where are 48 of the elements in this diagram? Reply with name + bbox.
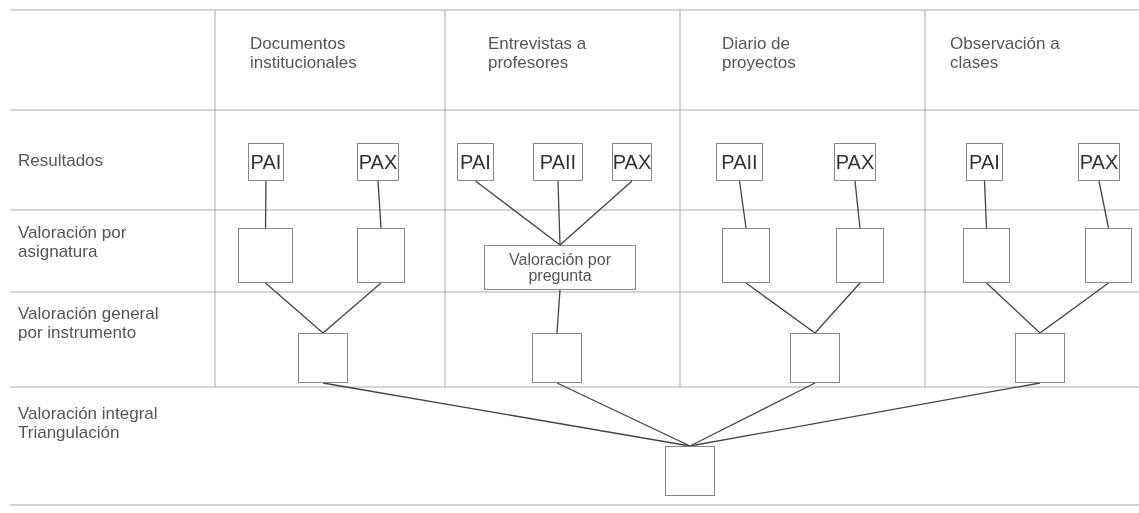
connector-line [556, 289, 561, 334]
empty-box [1015, 333, 1065, 383]
result-box: PAII [533, 143, 583, 181]
column-header: Diario de proyectos [722, 35, 797, 73]
empty-box [963, 228, 1010, 283]
connector-line [474, 180, 561, 246]
connector-line [854, 180, 861, 229]
result-box: PAX [834, 143, 876, 181]
result-box: PAI [248, 143, 284, 181]
empty-box [836, 228, 884, 283]
empty-box [357, 228, 405, 283]
empty-box [790, 333, 840, 383]
connector-line [985, 282, 1041, 334]
result-box: PAX [357, 143, 399, 181]
connector-line [1039, 282, 1110, 334]
connector-line [322, 282, 382, 334]
row-header: Valoración por asignatura [18, 224, 128, 262]
connector-line [264, 282, 324, 334]
connector-line [738, 180, 747, 229]
empty-box [722, 228, 770, 283]
connector-line [377, 180, 382, 229]
result-box: PAX [612, 143, 652, 181]
connector-line [556, 382, 691, 447]
rating-box: Valoración por pregunta [484, 245, 636, 290]
column-header: Observación a clases [950, 35, 1061, 73]
empty-box [238, 228, 293, 283]
connector-line [1098, 180, 1110, 229]
connector-line [557, 180, 561, 246]
connector-line [983, 180, 988, 229]
empty-box [665, 446, 715, 496]
empty-box [298, 333, 348, 383]
column-header: Entrevistas a profesores [488, 35, 588, 73]
connector-line [689, 382, 1041, 447]
connector-line [745, 282, 816, 334]
result-box: PAI [966, 143, 1003, 181]
result-box: PAI [457, 143, 494, 181]
row-header: Valoración integral Triangulación [18, 405, 159, 443]
connector-line [264, 180, 267, 229]
row-header: Resultados [18, 152, 105, 171]
empty-box [1085, 228, 1132, 283]
connector-line [689, 382, 816, 447]
connector-line [559, 180, 633, 246]
column-header: Documentos institucionales [250, 35, 358, 73]
result-box: PAII [716, 143, 763, 181]
connector-line [814, 282, 861, 334]
row-header: Valoración general por instrumento [18, 305, 160, 343]
result-box: PAX [1078, 143, 1120, 181]
empty-box [532, 333, 582, 383]
